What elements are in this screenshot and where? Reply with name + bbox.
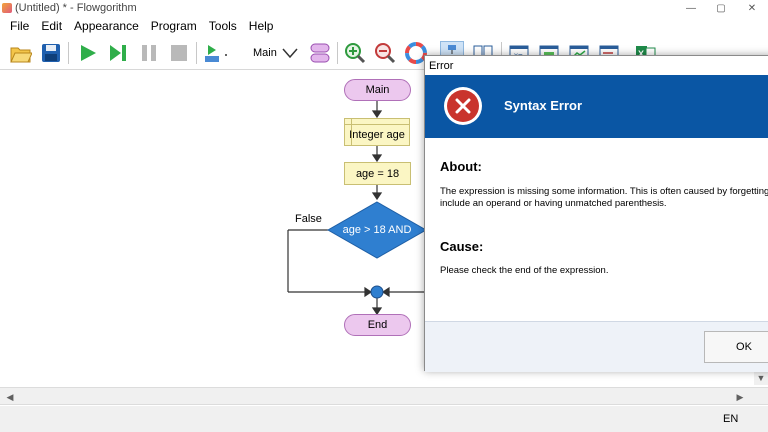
dialog-footer: OK: [425, 321, 768, 372]
about-text-line1: The expression is missing some informati…: [440, 186, 768, 197]
decision-shape[interactable]: [326, 201, 428, 259]
dialog-header: Syntax Error: [425, 75, 768, 138]
floppy-disk-icon: [42, 44, 60, 62]
run-speed-button[interactable]: [203, 41, 227, 65]
flowchart-connectors: [287, 101, 428, 316]
folder-icon: [10, 47, 32, 63]
toolbar-separator: [337, 42, 338, 64]
chevron-down-icon: [282, 48, 298, 59]
manage-functions-button[interactable]: [308, 41, 332, 65]
dialog-titlebar: Error: [425, 56, 768, 75]
save-button[interactable]: [39, 41, 63, 65]
functions-icon: [310, 43, 330, 63]
false-branch-label: False: [295, 213, 322, 225]
menu-file[interactable]: File: [10, 19, 30, 33]
join-node: [370, 285, 384, 299]
play-icon: [81, 45, 96, 61]
start-node[interactable]: Main: [344, 79, 411, 101]
menu-appearance[interactable]: Appearance: [74, 19, 139, 33]
dialog-body: About: The expression is missing some in…: [425, 138, 768, 321]
color-wheel-icon: [405, 42, 427, 64]
horizontal-scrollbar[interactable]: ◀ ▶: [0, 387, 768, 405]
zoom-out-icon: [375, 43, 396, 64]
open-folder-button[interactable]: [9, 41, 33, 65]
menu-help[interactable]: Help: [248, 19, 274, 33]
scroll-right-arrow[interactable]: ▶: [736, 391, 744, 402]
minimize-button[interactable]: —: [686, 2, 696, 14]
run-button[interactable]: [76, 41, 100, 65]
toolbar-separator: [196, 42, 197, 64]
svg-text:X: X: [638, 49, 644, 59]
about-text-line2: include an operand or having unmatched p…: [440, 198, 667, 209]
function-dropdown-button[interactable]: [278, 41, 302, 65]
end-node[interactable]: End: [344, 314, 411, 336]
assign-node[interactable]: age = 18: [344, 162, 411, 185]
stop-icon: [171, 45, 187, 61]
window-title: (Untitled) * - Flowgorithm: [15, 2, 137, 14]
ok-button[interactable]: OK: [704, 331, 768, 363]
close-button[interactable]: ✕: [747, 2, 757, 14]
stop-button[interactable]: [167, 41, 191, 65]
about-heading: About:: [440, 159, 482, 174]
error-icon: [444, 87, 482, 125]
step-button[interactable]: [106, 41, 130, 65]
scroll-down-arrow[interactable]: ▼: [754, 371, 768, 385]
speed-chart-icon: [205, 45, 227, 62]
function-selector-label[interactable]: Main: [253, 47, 277, 59]
maximize-button[interactable]: ▢: [716, 2, 726, 14]
error-dialog: Error Syntax Error About: The expression…: [424, 55, 768, 372]
close-x-icon: [455, 98, 471, 114]
zoom-in-button[interactable]: [343, 41, 367, 65]
status-bar: EN: [0, 406, 768, 432]
step-forward-icon: [110, 45, 126, 61]
zoom-out-button[interactable]: [373, 41, 397, 65]
toolbar-separator: [68, 42, 69, 64]
declare-node[interactable]: Integer age: [344, 118, 410, 146]
menu-bar: File Edit Appearance Program Tools Help: [0, 16, 768, 36]
menu-tools[interactable]: Tools: [208, 19, 237, 33]
menu-program[interactable]: Program: [150, 19, 197, 33]
scroll-left-arrow[interactable]: ◀: [6, 391, 14, 402]
cause-heading: Cause:: [440, 239, 484, 254]
cause-text: Please check the end of the expression.: [440, 265, 609, 276]
window-titlebar: (Untitled) * - Flowgorithm — ▢ ✕: [0, 0, 768, 16]
color-scheme-button[interactable]: [404, 41, 428, 65]
pause-button[interactable]: [137, 41, 161, 65]
menu-edit[interactable]: Edit: [41, 19, 63, 33]
toolbar-separator: [501, 42, 502, 64]
zoom-in-icon: [345, 43, 366, 64]
declare-node-text: Integer age: [349, 129, 405, 141]
language-indicator: EN: [723, 413, 739, 425]
app-icon: [2, 3, 12, 13]
dialog-header-title: Syntax Error: [504, 98, 583, 113]
pause-icon: [142, 45, 156, 61]
decision-node-text: age > 18 AND: [342, 224, 412, 236]
